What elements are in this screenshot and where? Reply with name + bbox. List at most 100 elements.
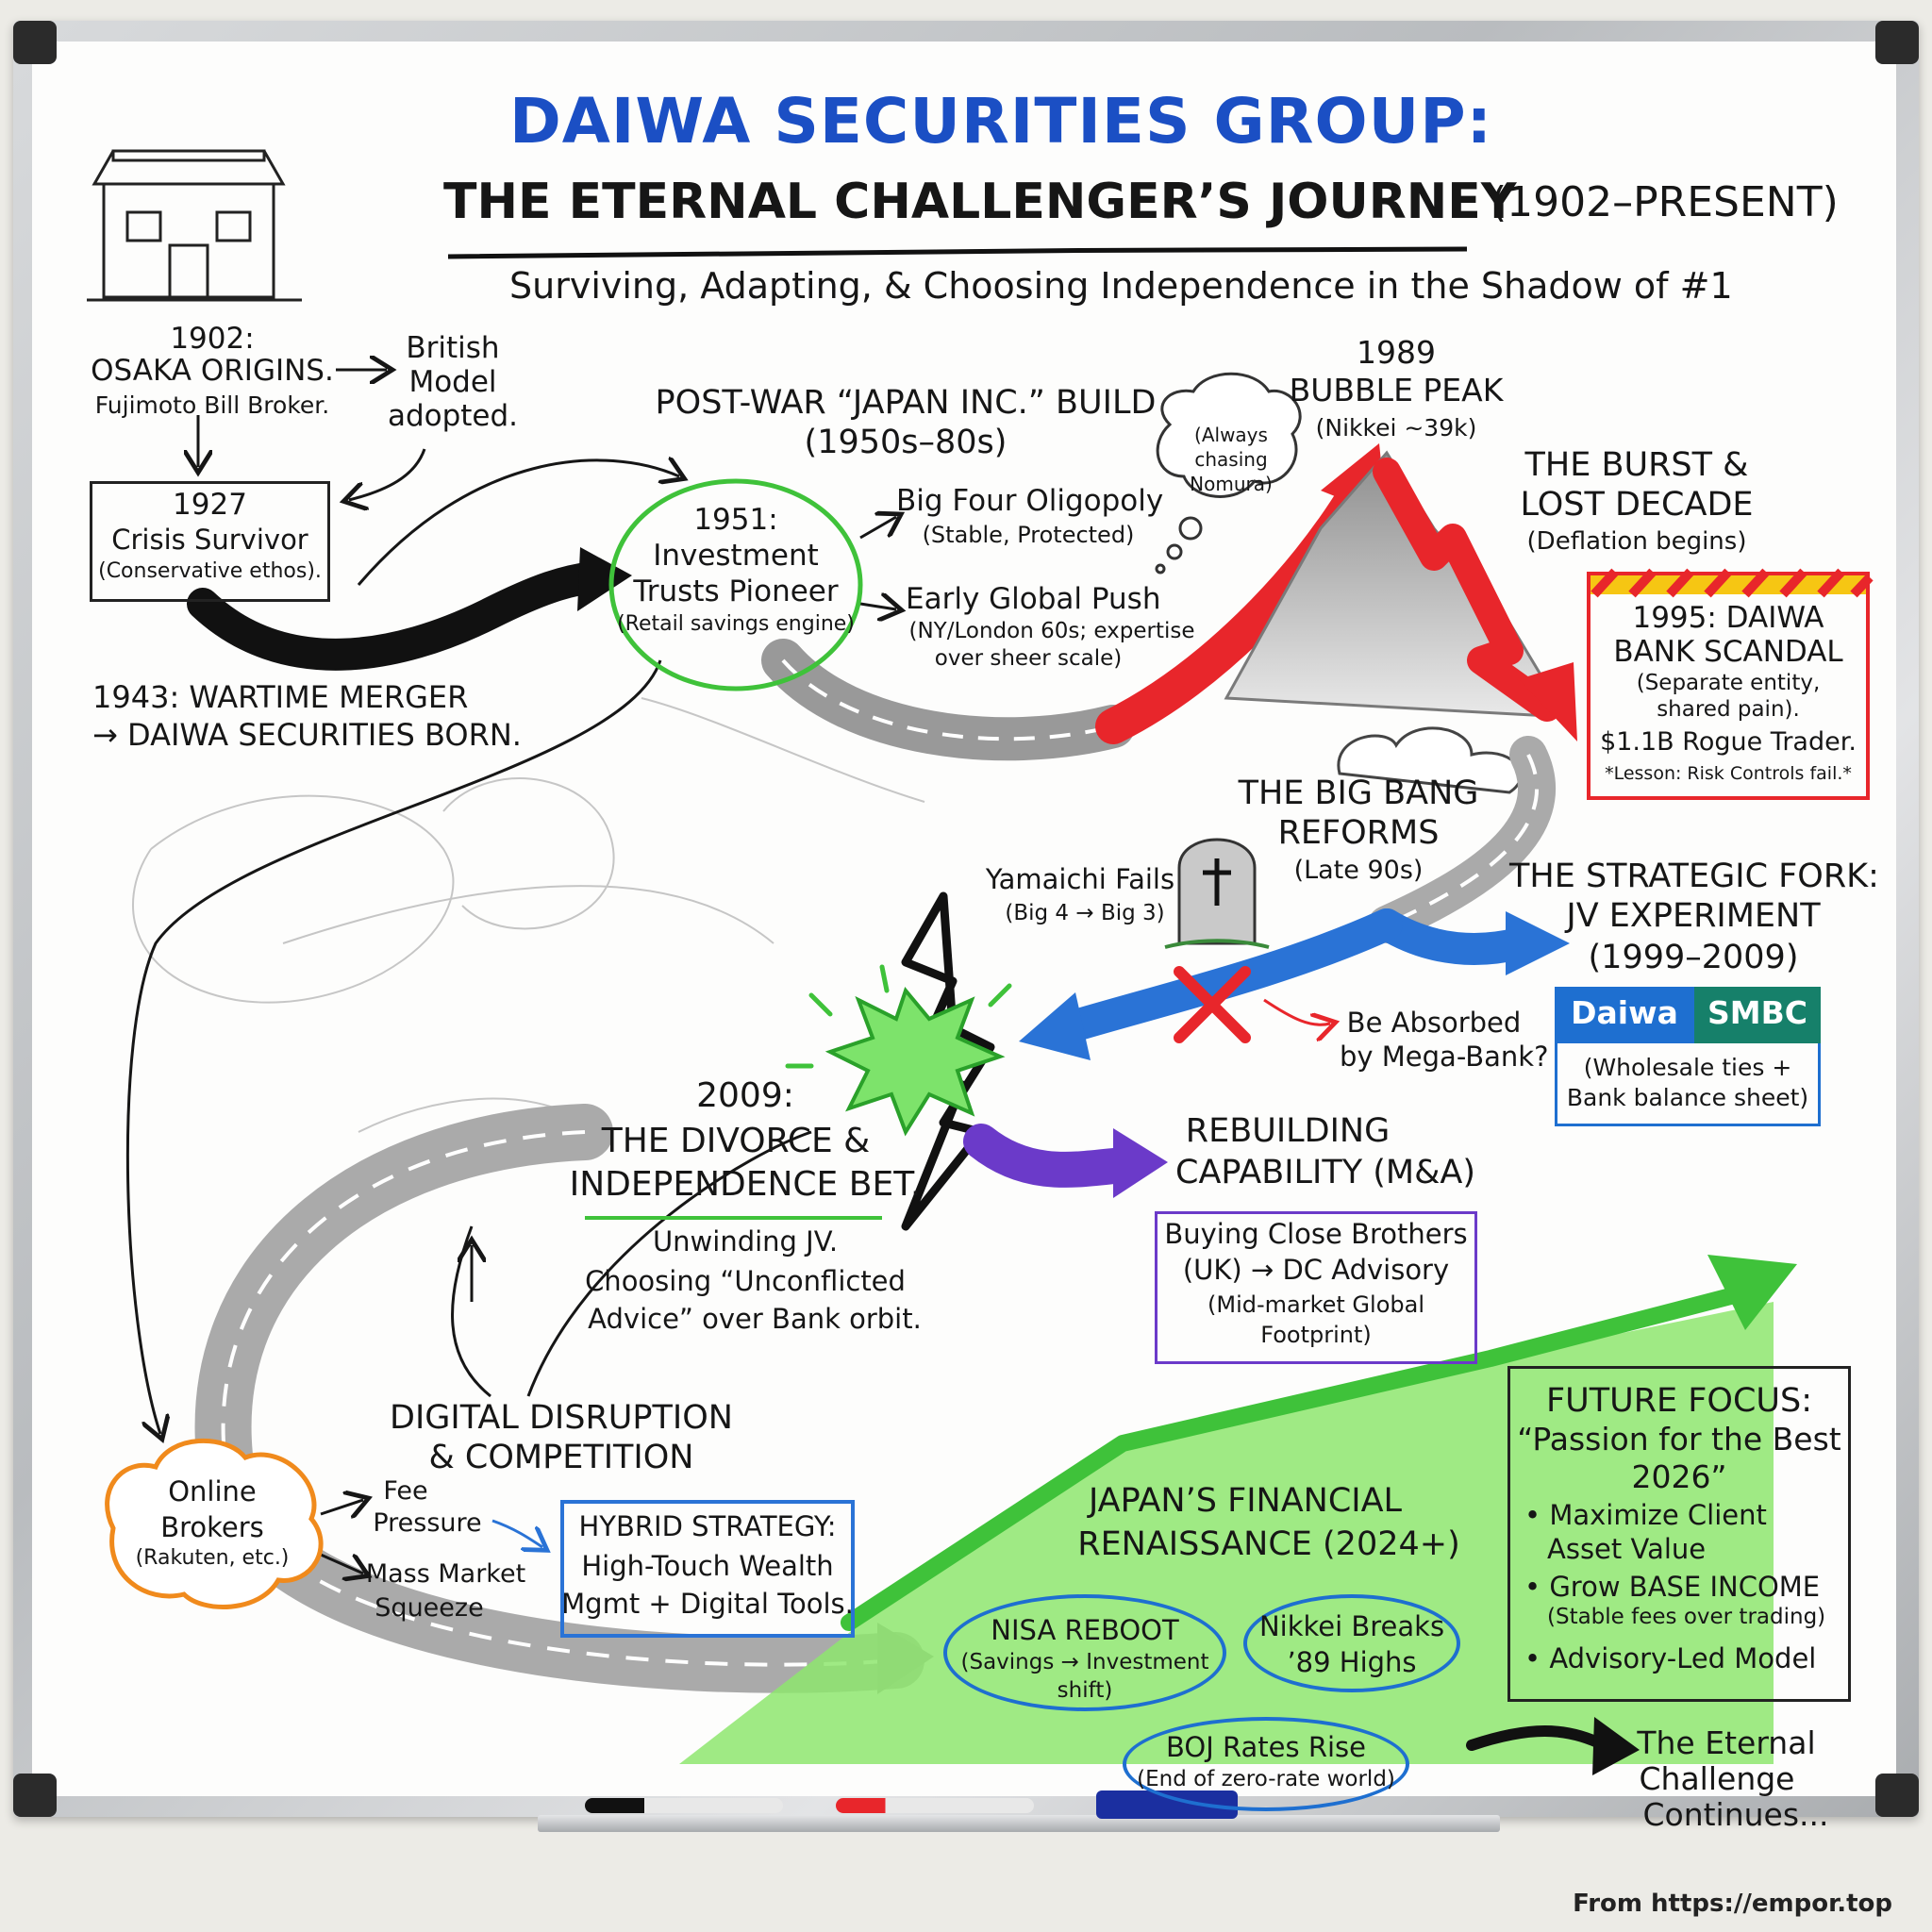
scandal-line4: shared pain). <box>1657 697 1800 722</box>
lightning-bolt-icon <box>901 891 995 1231</box>
boj-oval <box>1123 1717 1409 1811</box>
digital-line1: DIGITAL DISRUPTION <box>390 1399 733 1437</box>
crisis-1927-year: 1927 <box>173 488 247 522</box>
boj-line1: BOJ Rates Rise <box>1166 1731 1366 1763</box>
scandal-line3: (Separate entity, <box>1636 671 1821 695</box>
yamaichi-line2: (Big 4 → Big 3) <box>1005 901 1165 925</box>
boj-line2: (End of zero-rate world) <box>1137 1767 1395 1791</box>
trusts-1951-line4: (Retail savings engine) <box>617 612 855 636</box>
crisis-1927-box <box>90 481 330 602</box>
hybrid-box <box>560 1500 855 1638</box>
divorce-line3: INDEPENDENCE BET. <box>569 1165 922 1204</box>
hybrid-line2: High-Touch Wealth <box>581 1550 834 1582</box>
burst-line2: LOST DECADE <box>1520 486 1754 524</box>
jv-smbc-label: SMBC <box>1707 994 1807 1031</box>
digital-line2: & COMPETITION <box>428 1439 694 1476</box>
rebuilding-box-line4: Footprint) <box>1260 1322 1372 1348</box>
big-bang-line1: THE BIG BANG <box>1238 774 1479 812</box>
fork-line2: JV EXPERIMENT <box>1566 897 1821 935</box>
big-four-line1: Big Four Oligopoly <box>896 484 1164 518</box>
divorce-line4: Unwinding JV. <box>652 1225 839 1257</box>
fork-line1: THE STRATEGIC FORK: <box>1509 858 1879 895</box>
page-tagline: Surviving, Adapting, & Choosing Independ… <box>509 265 1733 307</box>
starburst-icon <box>824 986 1006 1137</box>
burst-line3: (Deflation begins) <box>1526 527 1747 556</box>
rebuilding-box-line3: (Mid-market Global <box>1208 1291 1424 1318</box>
british-model-1: British <box>406 331 500 365</box>
scandal-line1: 1995: DAIWA <box>1632 601 1824 635</box>
trusts-1951-line3: Trusts Pioneer <box>633 575 839 608</box>
continues-line1: The Eternal <box>1637 1724 1816 1761</box>
divorce-line5: Choosing “Unconflicted <box>585 1265 906 1297</box>
red-x-icon <box>1174 966 1251 1043</box>
british-model-2: Model <box>408 365 497 399</box>
nisa-line3: shift) <box>1057 1678 1113 1703</box>
rebuilding-line2: CAPABILITY (M&A) <box>1175 1154 1475 1191</box>
online-brokers-cloud <box>105 1438 324 1609</box>
future-focus-box <box>1507 1366 1851 1702</box>
nisa-oval <box>943 1594 1226 1711</box>
jv-line1: (Wholesale ties + <box>1583 1054 1792 1081</box>
future-b2b: (Stable fees over trading) <box>1547 1605 1826 1629</box>
future-b1b: Asset Value <box>1547 1533 1707 1565</box>
squeeze-line2: Squeeze <box>375 1593 484 1623</box>
jv-smbc-tag <box>1694 987 1821 1043</box>
bubble-line3: (Nikkei ~39k) <box>1315 414 1477 441</box>
big-bang-line2: REFORMS <box>1277 814 1440 852</box>
divorce-line2: THE DIVORCE & <box>601 1122 871 1160</box>
red-crash-arrow <box>1373 458 1561 722</box>
divorce-line1: 2009: <box>696 1076 794 1115</box>
page-subtitle-years: (1902–PRESENT) <box>1491 178 1839 226</box>
global-push-line2: (NY/London 60s; expertise <box>908 619 1195 643</box>
nisa-line2: (Savings → Investment <box>960 1650 1209 1674</box>
title-underline <box>447 246 1468 259</box>
origins-detail: Fujimoto Bill Broker. <box>94 391 330 419</box>
scandal-line2: BANK SCANDAL <box>1613 635 1843 669</box>
bubble-line1: 1989 <box>1357 334 1436 371</box>
erased-ghost-strokes <box>132 697 925 1133</box>
jv-line2: Bank balance sheet) <box>1566 1084 1809 1111</box>
crisis-1927-line1: Crisis Survivor <box>111 524 308 556</box>
footer-credit: From https://empor.top <box>1573 1890 1892 1918</box>
crisis-1927-line2: (Conservative ethos). <box>98 559 322 583</box>
future-b2a: • Grow BASE INCOME <box>1524 1571 1821 1603</box>
british-model-3: adopted. <box>387 399 519 433</box>
scandal-line6: *Lesson: Risk Controls fail.* <box>1605 763 1852 784</box>
merger-1943-line2: → DAIWA SECURITIES BORN. <box>92 717 522 753</box>
black-thick-arrow <box>187 561 610 671</box>
thought-bubble <box>1156 372 1302 498</box>
online-line1: Online <box>168 1475 257 1507</box>
postwar-line1: POST-WAR “JAPAN INC.” BUILD <box>655 384 1157 422</box>
fee-line1: Fee <box>383 1476 428 1506</box>
continue-arrow <box>1466 1725 1609 1751</box>
page-title: DAIWA SECURITIES GROUP: <box>509 85 1492 158</box>
absorbed-line2: by Mega-Bank? <box>1340 1041 1549 1073</box>
postwar-line2: (1950s–80s) <box>804 424 1008 461</box>
nomura-thought-1: (Always <box>1194 424 1268 446</box>
squeeze-line1: Mass Market <box>365 1559 526 1589</box>
hybrid-line3: Mgmt + Digital Tools. <box>561 1588 854 1620</box>
blue-return-arrow <box>1050 908 1403 1044</box>
big-four-line2: (Stable, Protected) <box>922 522 1135 548</box>
jv-daiwa-label: Daiwa <box>1571 994 1678 1031</box>
continues-line2: Challenge <box>1639 1760 1795 1797</box>
road-postwar <box>761 639 1135 761</box>
future-title3: 2026” <box>1631 1458 1727 1495</box>
bubble-line2: BUBBLE PEAK <box>1289 372 1504 408</box>
merger-1943-line1: 1943: WARTIME MERGER <box>92 679 469 715</box>
nikkei-line2: ’89 Highs <box>1287 1646 1417 1678</box>
hybrid-line1: HYBRID STRATEGY: <box>578 1510 837 1542</box>
trusts-1951-line2: Investment <box>653 539 819 573</box>
divorce-line6: Advice” over Bank orbit. <box>588 1303 922 1335</box>
blue-jv-arrow <box>1371 908 1535 965</box>
future-b3: • Advisory-Led Model <box>1524 1642 1817 1674</box>
page-subtitle-main: THE ETERNAL CHALLENGER’S JOURNEY <box>443 174 1517 230</box>
burst-line1: THE BURST & <box>1524 446 1749 484</box>
rebuilding-box-line1: Buying Close Brothers <box>1164 1218 1468 1250</box>
black-marker-icon[interactable] <box>585 1798 783 1813</box>
red-marker-icon[interactable] <box>836 1798 1034 1813</box>
tombstone-icon <box>1164 838 1270 949</box>
purple-arrow <box>963 1124 1141 1188</box>
global-push-line3: over sheer scale) <box>934 646 1123 671</box>
